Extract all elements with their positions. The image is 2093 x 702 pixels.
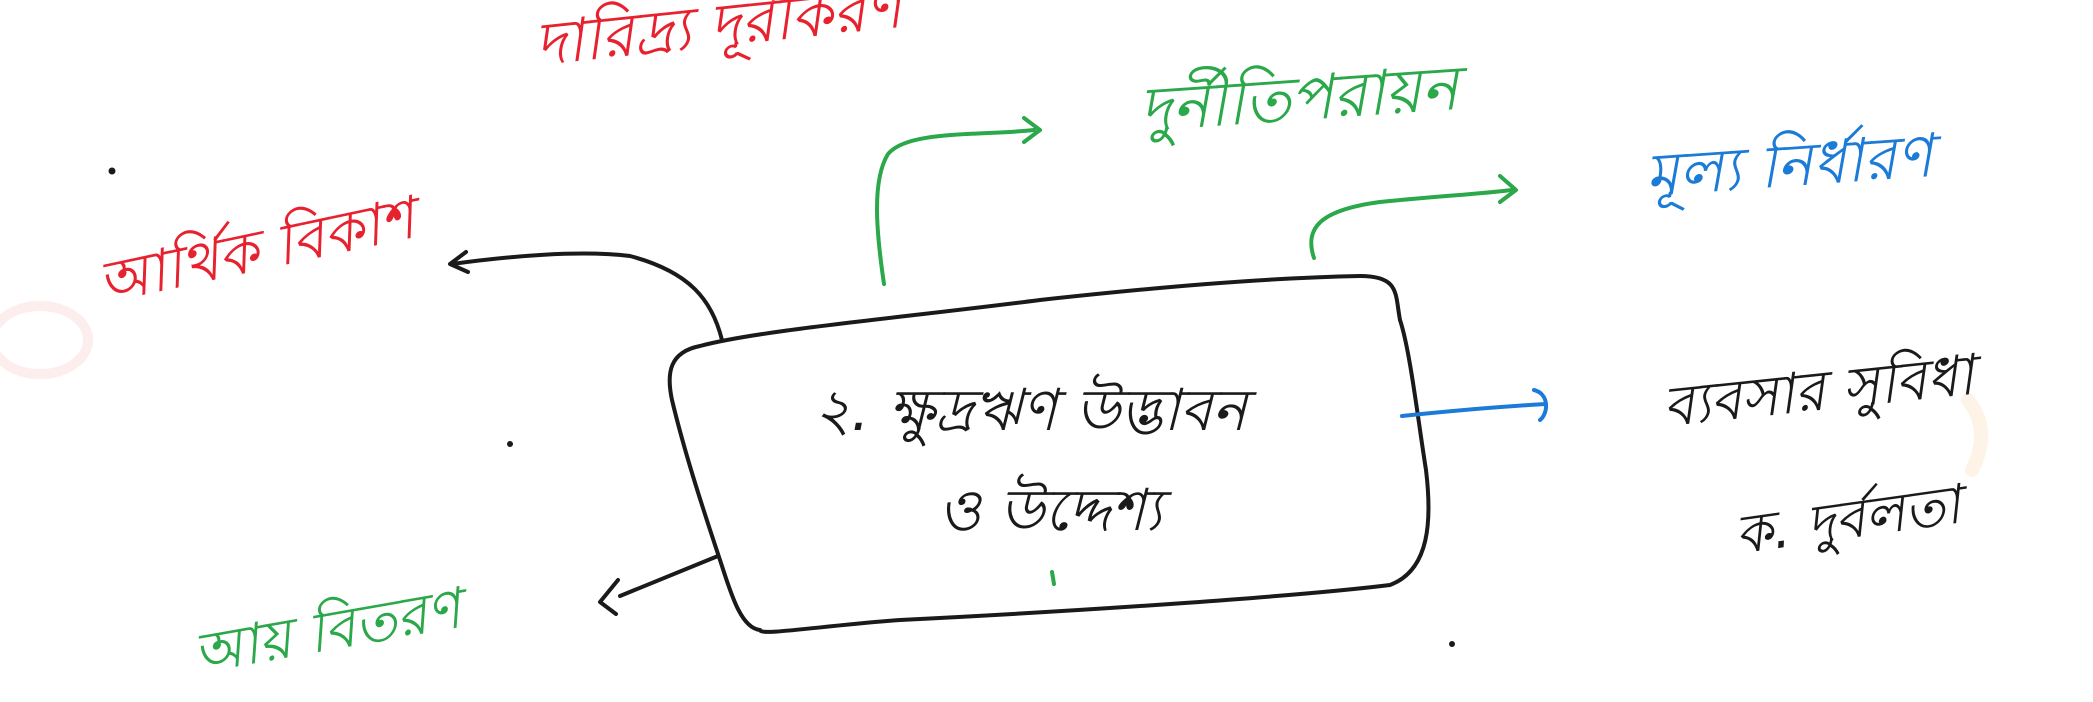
arrowhead-upper-blue <box>1498 174 1518 204</box>
center-box <box>667 274 1431 634</box>
branch-label-top-green: দুর্নীতিপরায়ন <box>1136 47 1471 149</box>
eraser-smudge-right <box>1961 393 1989 477</box>
branch-label-upper-blue: মূল্য নির্ধারণ <box>1642 119 1945 214</box>
eraser-smudge-left <box>0 301 93 379</box>
stray-dot <box>1449 641 1455 647</box>
ink-tick <box>1050 570 1056 586</box>
center-title-line1: ২. ক্ষুদ্রঋণ উদ্ভাবন <box>813 373 1257 447</box>
connector-bottom-green <box>618 554 720 598</box>
branch-label-right-black: ব্যবসার সুবিধা <box>1659 340 1987 442</box>
center-title-line2: ও উদ্দেশ্য <box>938 473 1173 544</box>
connector-left-red <box>450 251 724 342</box>
connector-upper-blue <box>1309 188 1514 260</box>
arrowhead-right <box>1532 388 1548 422</box>
branch-label-bottom-green: আয় বিতরণ <box>188 573 475 688</box>
branch-label-top-red: দারিদ্র্য দূরীকরণ <box>531 0 916 84</box>
stray-dot <box>507 441 513 447</box>
stray-dot <box>108 167 116 175</box>
arrowhead-top-green <box>1022 116 1042 144</box>
arrowhead-left-red <box>448 250 470 274</box>
connector-top-green <box>875 128 1036 286</box>
branch-label-left-red: আর্থিক বিকাশ <box>91 180 430 317</box>
branch-label-right-black-2: ক. দুর্বলতা <box>1730 470 1974 569</box>
arrowhead-bottom-green <box>598 578 620 616</box>
connector-right <box>1400 402 1548 418</box>
